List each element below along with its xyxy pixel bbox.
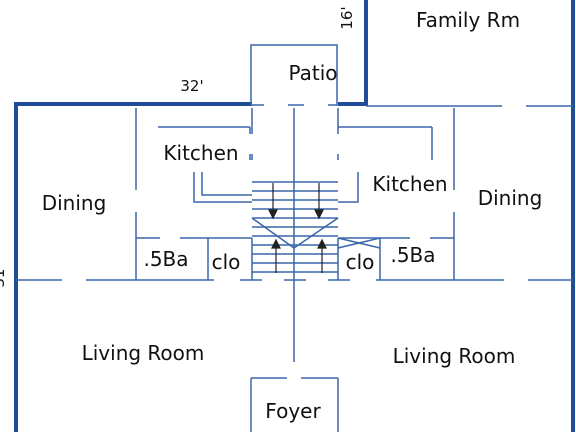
right-bath-x-2: [337, 237, 381, 249]
door-opening: [502, 94, 526, 112]
door-opening: [447, 190, 461, 212]
room-label-living-left: Living Room: [82, 341, 205, 365]
stair-handrail-left: [193, 172, 252, 203]
room-label-family: Family Rm: [416, 8, 520, 32]
room-label-closet-right: clo: [346, 250, 375, 274]
room-label-dining-right: Dining: [478, 186, 543, 210]
door-opening: [331, 134, 345, 154]
door-opening: [504, 273, 528, 287]
room-label-bath-left: .5Ba: [143, 247, 188, 271]
room-label-living-right: Living Room: [393, 344, 516, 368]
stair-landing-diag-right: [293, 217, 339, 249]
stair-landing-diag-left: [251, 217, 295, 249]
stair-arrows: [268, 183, 327, 276]
stair-handrail-right: [338, 172, 359, 203]
arrow-up-left-head: [271, 238, 281, 249]
room-label-foyer: Foyer: [265, 399, 321, 423]
door-opening: [304, 100, 328, 110]
door-opening: [62, 273, 86, 287]
arrow-down-left-head: [268, 209, 278, 220]
door-opening: [160, 230, 180, 244]
arrow-up-right-head: [317, 238, 327, 249]
dimension-patio-depth: 16': [338, 6, 356, 29]
door-opening: [350, 273, 376, 287]
room-label-kitchen-left: Kitchen: [163, 141, 238, 165]
door-openings: [62, 94, 528, 384]
outer-walls: [14, 0, 575, 432]
door-opening: [264, 100, 288, 110]
staircase: [193, 172, 359, 273]
door-opening: [410, 230, 430, 244]
door-opening: [262, 273, 284, 287]
door-opening: [306, 273, 328, 287]
dimension-left-edge: 31': [0, 264, 8, 287]
door-opening: [129, 190, 143, 212]
patio-wall: [250, 44, 338, 106]
arrow-down-right-head: [314, 209, 324, 220]
door-opening: [245, 134, 259, 154]
inner-walls: [16, 44, 573, 432]
room-label-kitchen-right: Kitchen: [372, 172, 447, 196]
room-label-bath-right: .5Ba: [390, 243, 435, 267]
dimension-width: 32': [180, 77, 203, 95]
room-label-patio: Patio: [288, 61, 337, 85]
room-label-closet-left: clo: [212, 250, 241, 274]
room-label-dining-left: Dining: [42, 191, 107, 215]
door-opening: [287, 362, 301, 384]
door-opening: [214, 273, 240, 287]
